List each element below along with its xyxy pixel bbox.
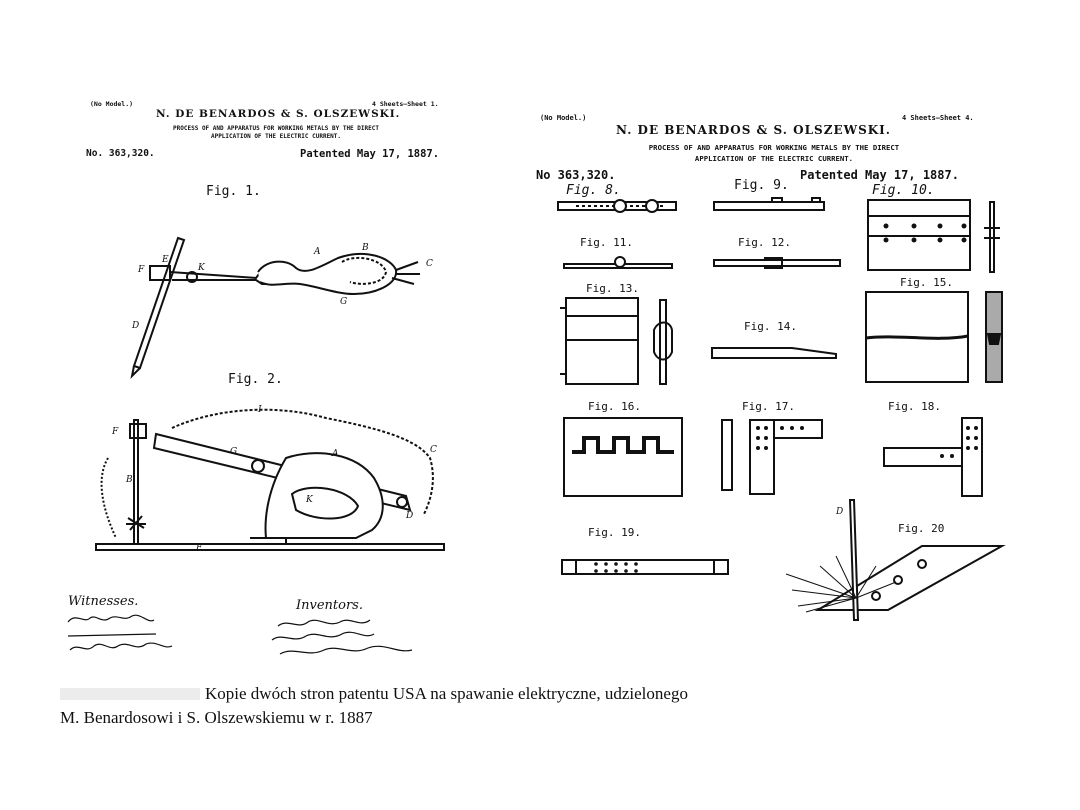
right-title: N. DE BENARDOS & S. OLSZEWSKI. — [616, 123, 891, 137]
left-patented-date: Patented May 17, 1887. — [300, 148, 440, 160]
figures-8-to-20-drawings: D — [557, 197, 1006, 621]
svg-text:C: C — [426, 259, 433, 269]
svg-text:G: G — [340, 297, 347, 307]
svg-text:K: K — [197, 263, 206, 273]
patent-sheet-left: (No Model.) 4 Sheets—Sheet 1. N. DE BENA… — [67, 98, 466, 658]
fig-14-label: Fig. 14. — [744, 320, 797, 333]
left-no-model: (No Model.) — [90, 100, 134, 108]
left-subtitle-1: PROCESS OF AND APPARATUS FOR WORKING MET… — [173, 125, 379, 132]
fig-9-label: Fig. 9. — [734, 178, 789, 193]
right-subtitle-2: APPLICATION OF THE ELECTRIC CURRENT. — [694, 154, 854, 163]
caption-line-2: M. Benardosowi i S. Olszewskiemu w r. 18… — [60, 708, 373, 727]
fig-18-label: Fig. 18. — [888, 400, 941, 413]
fig-1-drawing: F E K A B C G D — [130, 236, 433, 380]
svg-text:A: A — [331, 449, 339, 459]
right-no-model: (No Model.) — [540, 114, 587, 122]
left-title: N. DE BENARDOS & S. OLSZEWSKI. — [156, 108, 401, 120]
right-sheet-count: 4 Sheets—Sheet 4. — [902, 114, 974, 122]
svg-text:D: D — [131, 321, 139, 331]
svg-text:D: D — [835, 507, 843, 517]
fig-17-label: Fig. 17. — [742, 400, 795, 413]
handwritten-signatures — [67, 614, 413, 655]
left-subtitle-2: APPLICATION OF THE ELECTRIC CURRENT. — [210, 133, 342, 140]
left-sheet-count: 4 Sheets—Sheet 1. — [372, 100, 439, 108]
inventors-label: Inventors. — [296, 598, 363, 613]
svg-text:G: G — [230, 447, 237, 457]
fig-15-label: Fig. 15. — [900, 276, 953, 289]
svg-text:K: K — [305, 495, 314, 505]
svg-text:A: A — [313, 247, 321, 257]
fig-20-label: Fig. 20 — [898, 522, 945, 535]
svg-text:D: D — [405, 511, 413, 521]
caption-line-1: Kopie dwóch stron patentu USA na spawani… — [205, 684, 688, 703]
fig-1-label: Fig. 1. — [206, 184, 261, 199]
fig-11-label: Fig. 11. — [580, 236, 633, 249]
fig-2-label: Fig. 2. — [228, 372, 283, 387]
svg-text:B: B — [361, 243, 369, 253]
right-patent-number: No 363,320. — [536, 168, 616, 182]
svg-text:C: C — [430, 445, 437, 455]
redacted-figure-number — [60, 688, 200, 700]
fig-10-label: Fig. 10. — [872, 183, 935, 198]
fig-13-label: Fig. 13. — [586, 282, 639, 295]
svg-text:E: E — [161, 255, 169, 265]
right-subtitle-1: PROCESS OF AND APPARATUS FOR WORKING MET… — [648, 143, 900, 152]
svg-text:F: F — [195, 543, 203, 553]
fig-8-label: Fig. 8. — [566, 183, 621, 198]
fig-2-drawing: F I A C G K D B F — [95, 405, 445, 553]
fig-16-label: Fig. 16. — [588, 400, 641, 413]
fig-12-label: Fig. 12. — [738, 236, 791, 249]
patent-sheet-right: (No Model.) 4 Sheets—Sheet 4. N. DE BENA… — [536, 112, 1012, 632]
left-patent-number: No. 363,320. — [86, 148, 155, 159]
fig-19-label: Fig. 19. — [588, 526, 641, 539]
right-patented-date: Patented May 17, 1887. — [800, 168, 959, 182]
svg-text:I: I — [257, 405, 262, 415]
svg-text:F: F — [137, 265, 145, 275]
svg-text:F: F — [111, 427, 119, 437]
witnesses-label: Witnesses. — [68, 594, 139, 609]
svg-text:B: B — [125, 475, 133, 485]
